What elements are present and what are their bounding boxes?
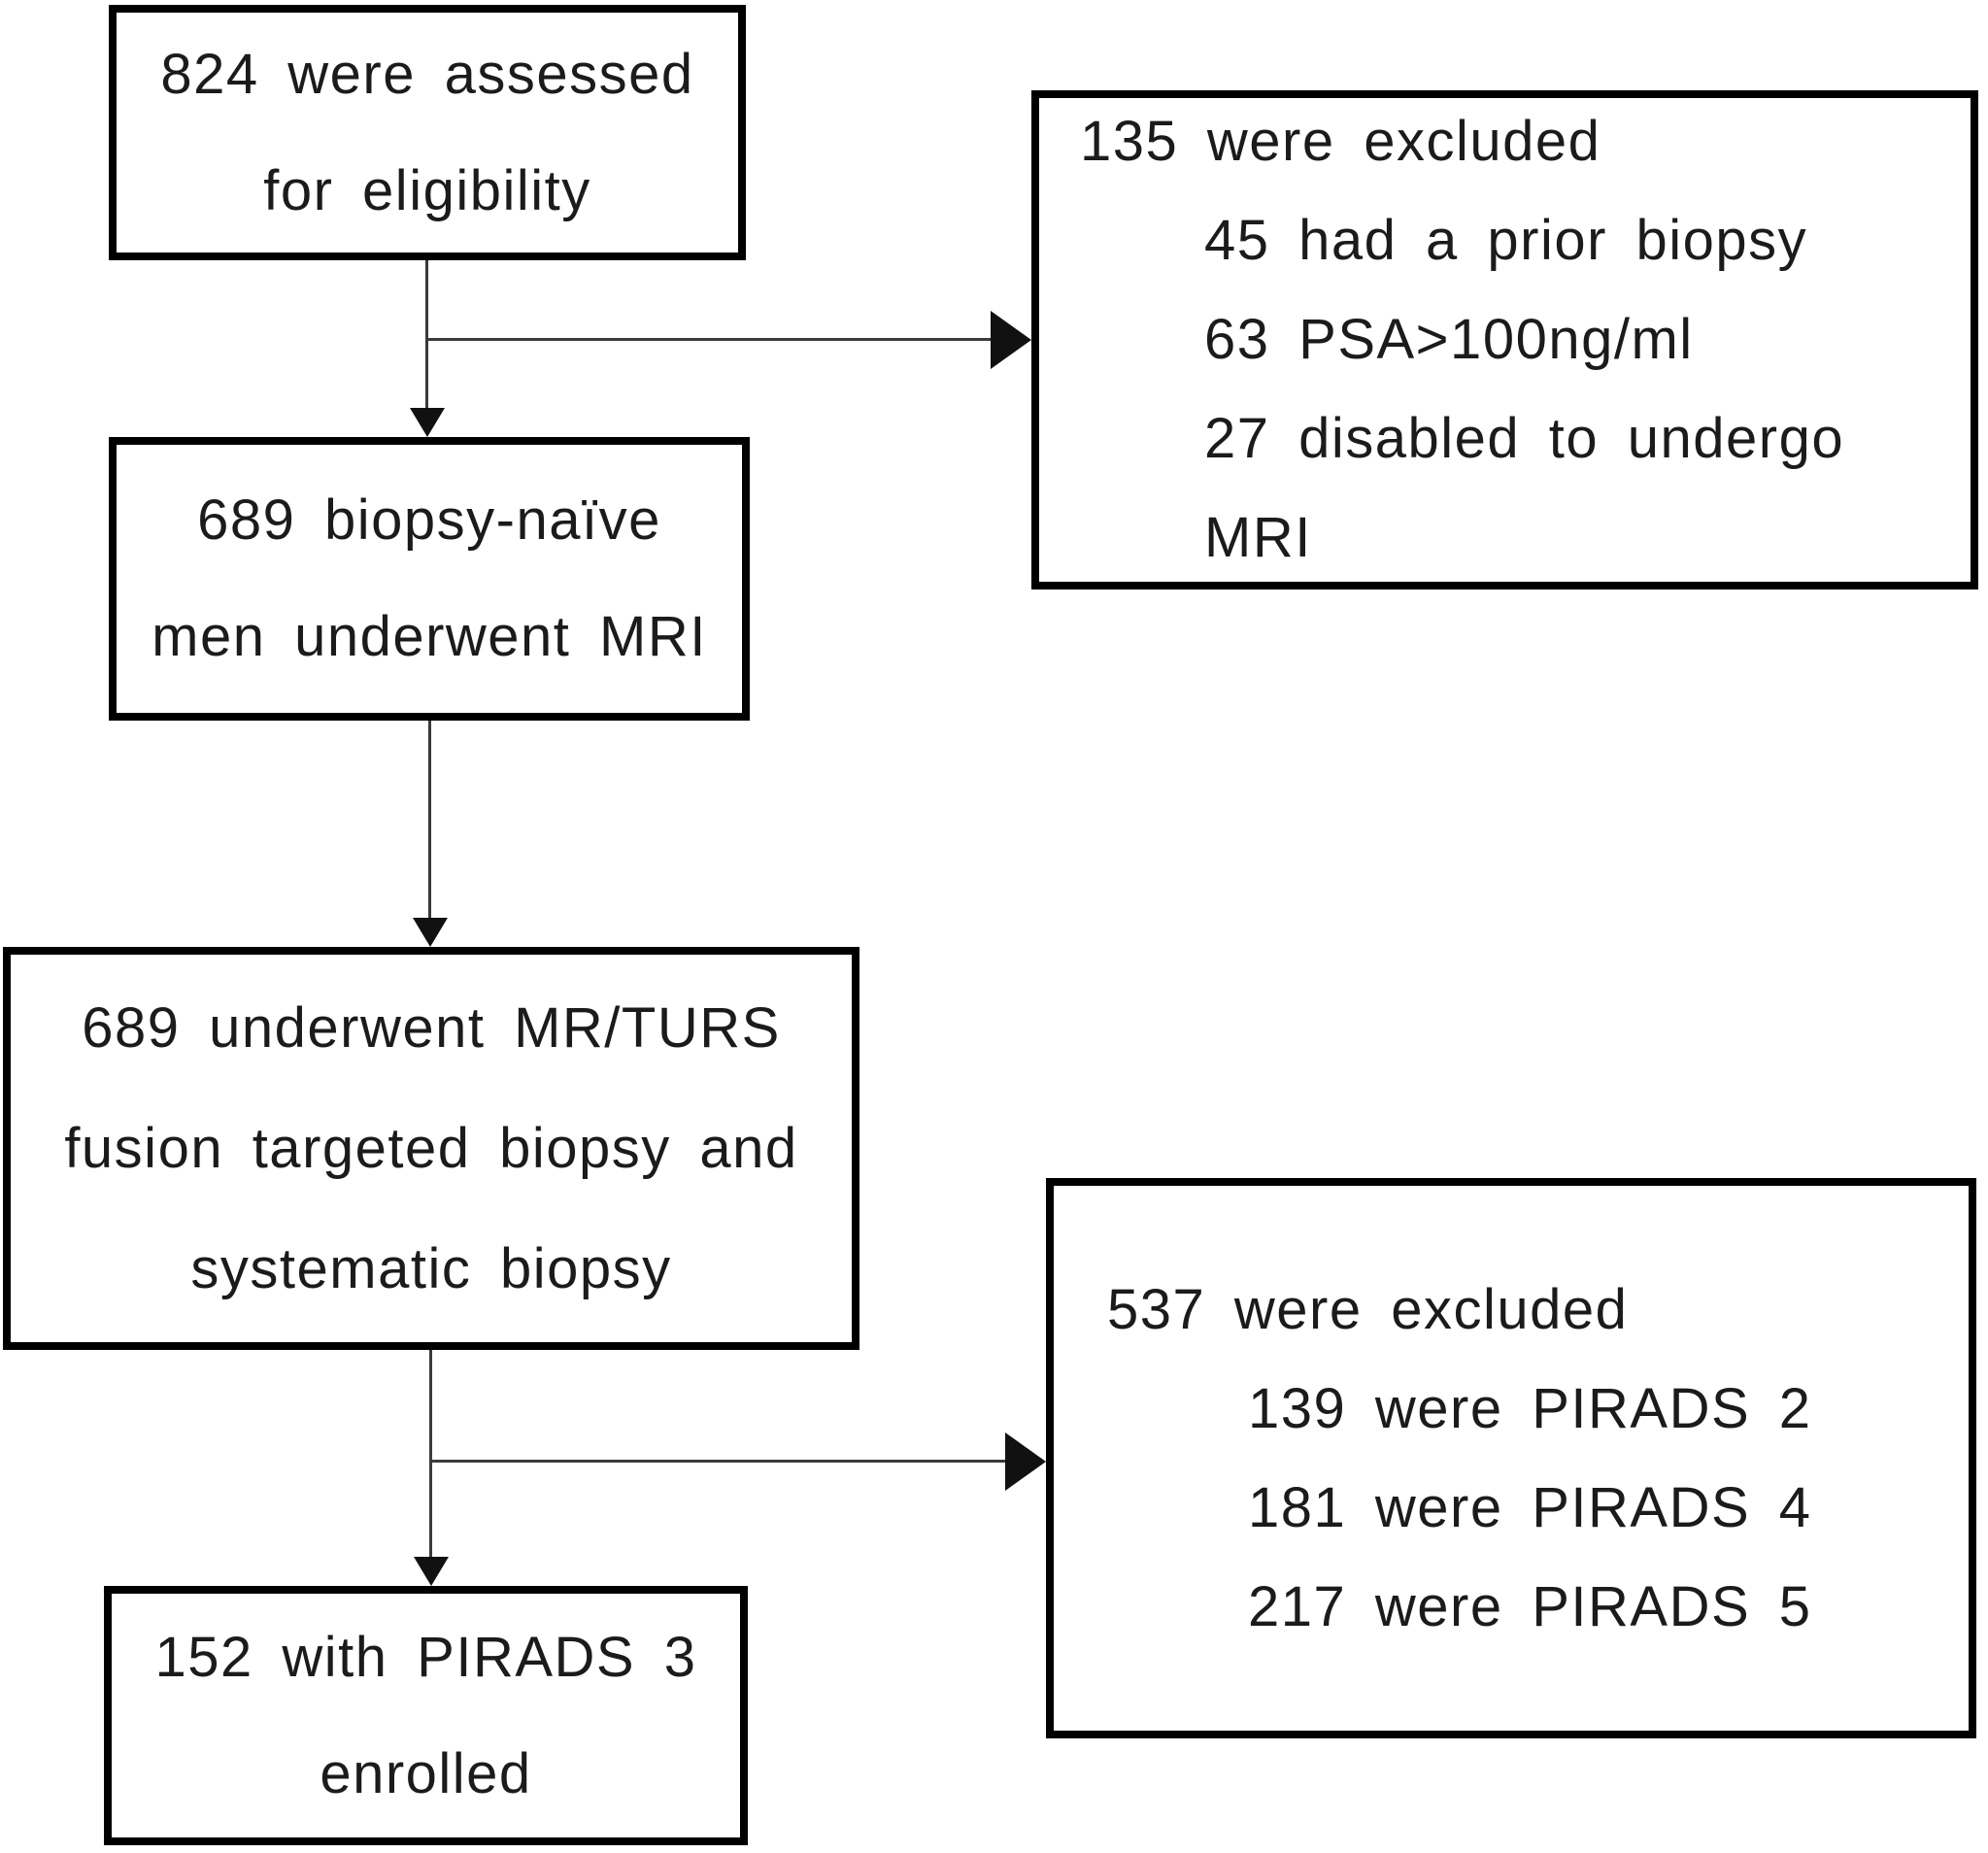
arrow-down-icon — [413, 918, 448, 947]
connector-assessed-to-mri — [425, 260, 428, 408]
box-text-line: systematic biopsy — [190, 1236, 672, 1300]
box-text-line: 152 with PIRADS 3 — [154, 1625, 697, 1689]
box-text-line: for eligibility — [263, 158, 591, 222]
exclusion-reason: 27 disabled to undergo MRI — [1204, 407, 1845, 569]
arrow-right-icon — [1005, 1432, 1046, 1491]
box-text-line: 824 were assessed — [160, 42, 694, 106]
exclusion-total: 537 were excluded — [1107, 1277, 1629, 1341]
exclusion-reason: 45 had a prior biopsy — [1204, 209, 1808, 272]
exclusion-reason: 217 were PIRADS 5 — [1248, 1574, 1812, 1638]
connector-mri-to-fusion — [428, 721, 431, 918]
connector-fusion-to-enrolled — [429, 1350, 432, 1557]
connector-branch-to-excluded2 — [431, 1460, 1007, 1463]
box-text-line: men underwent MRI — [152, 605, 707, 668]
box-text-line: 689 biopsy-naïve — [197, 489, 661, 552]
box-enrolled: 152 with PIRADS 3 enrolled — [104, 1586, 748, 1845]
arrow-right-icon — [991, 311, 1031, 369]
exclusion-total: 135 were excluded — [1080, 110, 1601, 173]
box-text-line: 689 underwent MR/TURS — [82, 995, 781, 1060]
arrow-down-icon — [410, 408, 445, 437]
box-excluded-pirads: 537 were excluded 139 were PIRADS 2 181 … — [1046, 1178, 1976, 1738]
connector-branch-to-excluded1 — [427, 338, 993, 341]
box-text-line: enrolled — [320, 1741, 532, 1805]
exclusion-reason: 181 were PIRADS 4 — [1248, 1475, 1812, 1539]
box-text-line: fusion targeted biopsy and — [64, 1116, 798, 1180]
arrow-down-icon — [414, 1557, 449, 1586]
box-fusion-biopsy: 689 underwent MR/TURS fusion targeted bi… — [3, 947, 859, 1350]
box-excluded-before-mri: 135 were excluded 45 had a prior biopsy … — [1031, 90, 1978, 590]
exclusion-reason: 139 were PIRADS 2 — [1248, 1376, 1812, 1440]
box-underwent-mri: 689 biopsy-naïve men underwent MRI — [109, 437, 750, 721]
box-assessed-for-eligibility: 824 were assessed for eligibility — [109, 5, 746, 260]
exclusion-reason: 63 PSA>100ng/ml — [1204, 308, 1694, 371]
